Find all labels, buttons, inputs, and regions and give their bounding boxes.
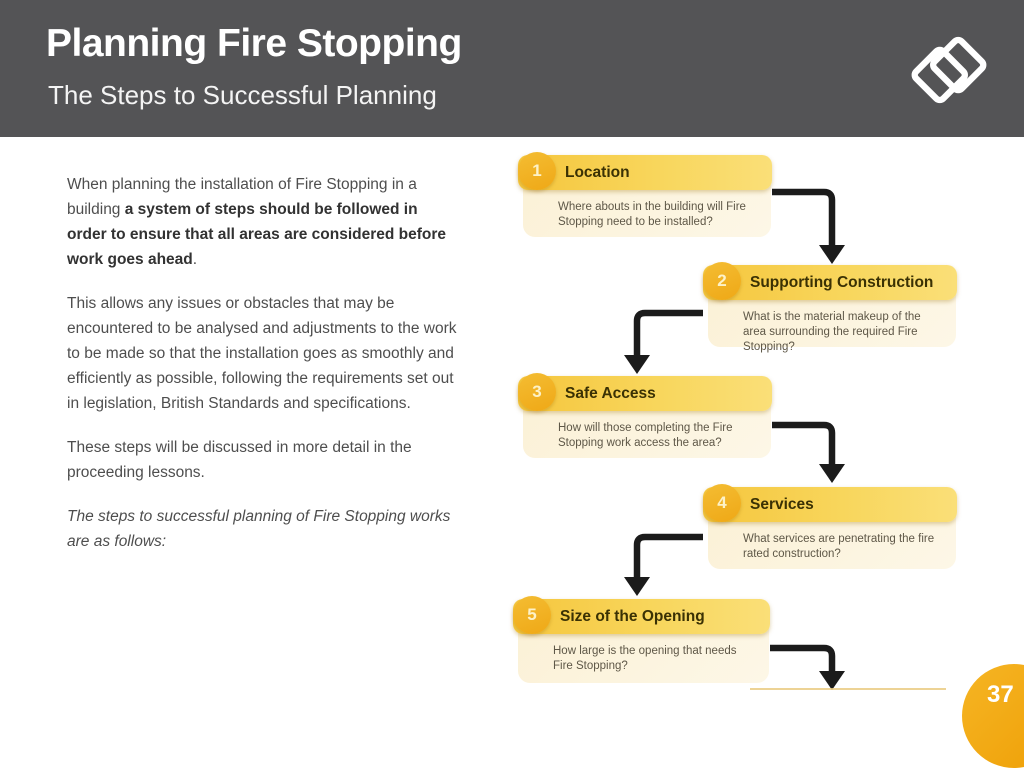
step-box-services: Services 4 What services are penetrating… [703, 484, 957, 569]
arrow-step1-to-step2 [772, 188, 836, 246]
step-box-safe-access: Safe Access 3 How will those completing … [518, 373, 772, 458]
interlocked-diamonds-logo-icon [911, 36, 987, 104]
bottom-divider-line [750, 688, 946, 690]
page-title: Planning Fire Stopping [46, 22, 462, 65]
arrowhead-2 [624, 355, 650, 374]
step-description: How will those completing the Fire Stopp… [558, 422, 733, 449]
step-title: Services [750, 496, 814, 513]
intro-paragraph-3: These steps will be discussed in more de… [67, 439, 412, 481]
step-header-band: Location [518, 155, 772, 190]
step-description: What services are penetrating the fire r… [743, 533, 935, 560]
step-header-band: Services [703, 487, 957, 522]
step-header-band: Size of the Opening [513, 599, 770, 634]
arrow-step5-down [770, 644, 836, 672]
arrowhead-4 [624, 577, 650, 596]
step-number-badge: 2 [703, 262, 741, 300]
step-box-size-of-opening: Size of the Opening 5 How large is the o… [513, 596, 770, 683]
slide-header: Planning Fire Stopping The Steps to Succ… [0, 0, 1024, 137]
arrow-step4-to-step5 [633, 533, 703, 578]
step-title: Location [565, 164, 630, 181]
step-title: Safe Access [565, 385, 656, 402]
arrow-step2-to-step3 [633, 309, 703, 356]
page-subtitle: The Steps to Successful Planning [48, 80, 437, 110]
intro-paragraph-1: When planning the installation of Fire S… [67, 172, 461, 272]
intro-text: When planning the installation of Fire S… [67, 172, 461, 573]
intro-p1-bold: a system of steps should be followed in … [67, 201, 447, 268]
step-box-location: Location 1 Where abouts in the building … [518, 152, 772, 237]
intro-paragraph-4: The steps to successful planning of Fire… [67, 508, 451, 550]
step-number-badge: 1 [518, 152, 556, 190]
step-header-band: Supporting Construction [703, 265, 957, 300]
step-box-supporting-construction: Supporting Construction 2 What is the ma… [703, 262, 957, 353]
arrowhead-3 [819, 464, 845, 483]
intro-p1-normal: When planning the installation of Fire S… [67, 176, 417, 218]
arrow-step3-to-step4 [772, 421, 836, 465]
arrowhead-1 [819, 245, 845, 264]
page-number-badge: 37 [962, 664, 1024, 768]
intro-p1-end: . [192, 251, 198, 268]
step-description: Where abouts in the building will Fire S… [558, 201, 746, 228]
step-title: Supporting Construction [750, 274, 934, 291]
step-description: How large is the opening that needs Fire… [553, 645, 737, 672]
intro-paragraph-2: This allows any issues or obstacles that… [67, 295, 457, 412]
step-title: Size of the Opening [560, 608, 705, 625]
step-description: What is the material makeup of the area … [743, 311, 921, 353]
step-header-band: Safe Access [518, 376, 772, 411]
step-number-badge: 3 [518, 373, 556, 411]
step-number-badge: 5 [513, 596, 551, 634]
page-number: 37 [987, 681, 1014, 708]
step-number-badge: 4 [703, 484, 741, 522]
